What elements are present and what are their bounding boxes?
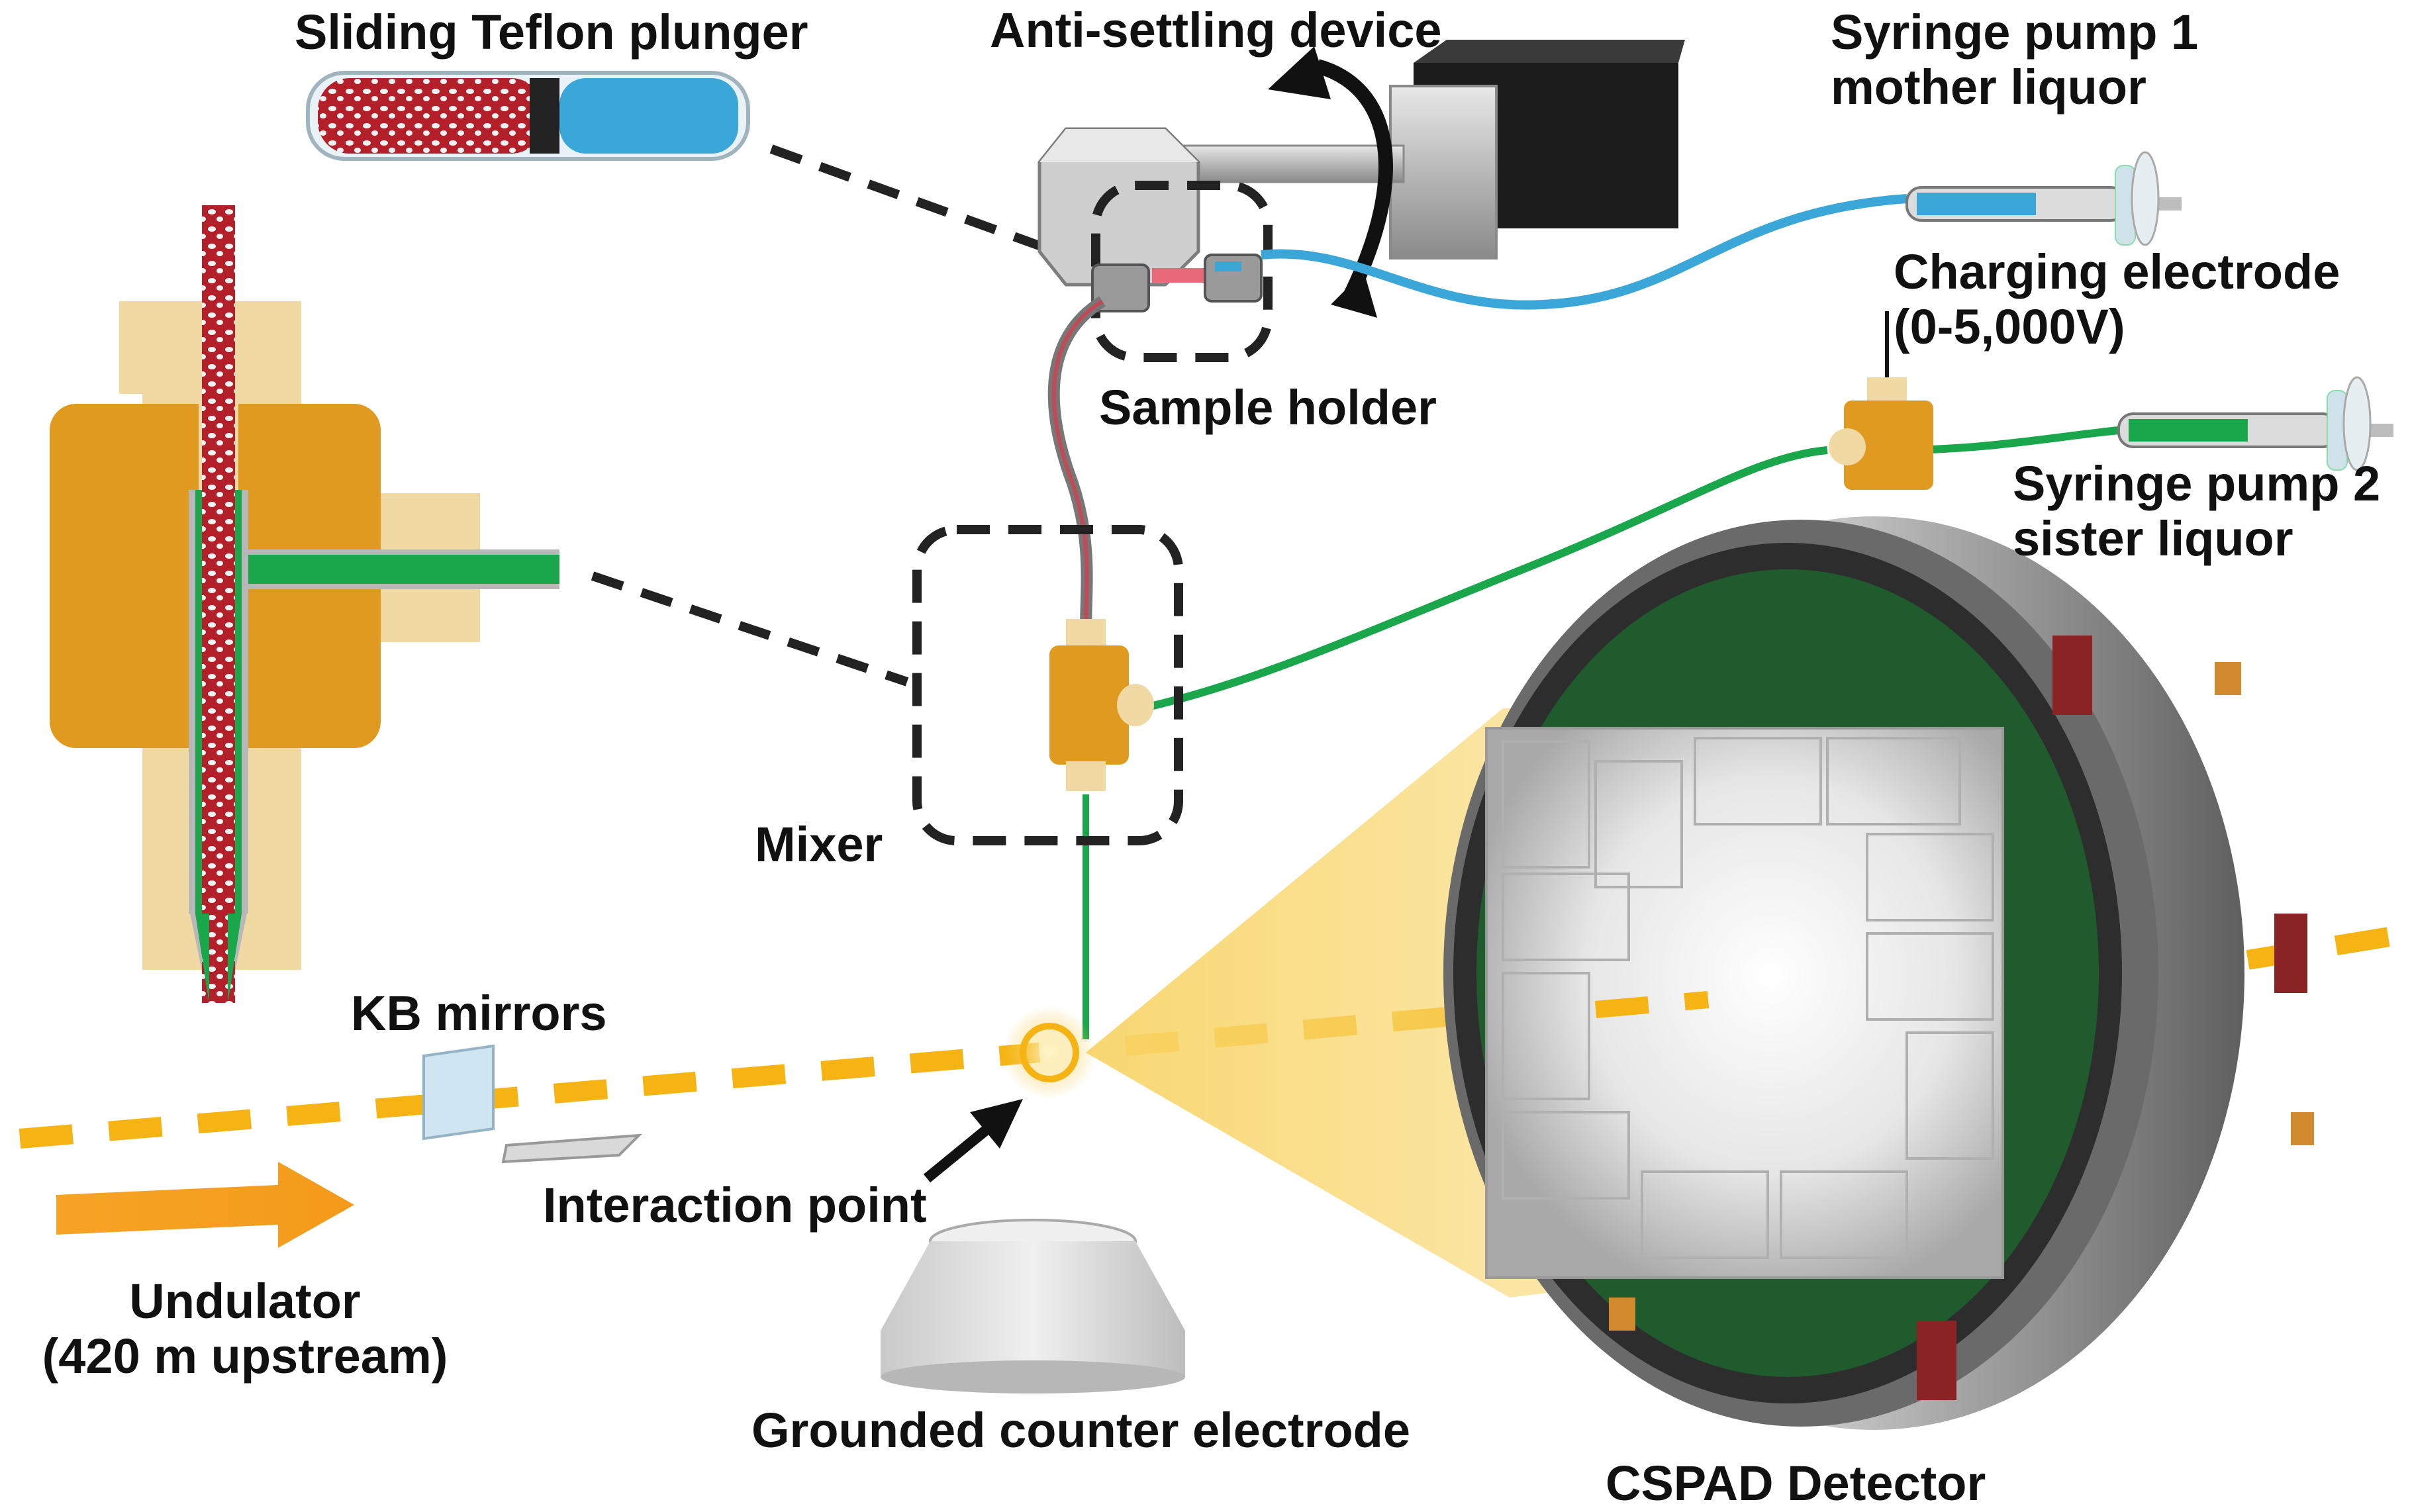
label-grounded-counter-electrode: Grounded counter electrode: [751, 1403, 1411, 1458]
label-undulator: Undulator (420 m upstream): [20, 1274, 470, 1384]
label-syringe-pump-2: Syringe pump 2 sister liquor: [2013, 456, 2381, 567]
anti-settling-device: [1037, 40, 1685, 362]
label-mixer: Mixer: [755, 817, 883, 872]
label-sister-liquor: sister liquor: [2013, 510, 2293, 566]
label-anti-settling-device: Anti-settling device: [990, 3, 1442, 58]
label-charging-voltage: (0-5,000V): [1894, 299, 2125, 354]
syringe-pump-1: [1905, 151, 2182, 246]
label-undulator-title: Undulator: [129, 1274, 361, 1329]
mixer: [912, 525, 1183, 845]
syringe-pump-2: [2117, 376, 2393, 471]
label-mother-liquor: mother liquor: [1831, 59, 2146, 115]
kb-mirrors: [422, 1044, 643, 1164]
label-kb-mirrors: KB mirrors: [351, 986, 607, 1041]
label-cspad-detector: CSPAD Detector: [1606, 1456, 1986, 1511]
label-sliding-teflon-plunger: Sliding Teflon plunger: [295, 5, 808, 60]
label-syringe-pump-2-title: Syringe pump 2: [2013, 456, 2381, 511]
label-charging-electrode: Charging electrode (0-5,000V): [1894, 244, 2340, 355]
grounded-counter-electrode: [881, 1219, 1185, 1394]
label-interaction-point: Interaction point: [543, 1178, 927, 1233]
label-syringe-pump-1-title: Syringe pump 1: [1831, 5, 2199, 60]
label-charging-electrode-title: Charging electrode: [1894, 244, 2340, 299]
teflon-plunger-cartridge: [306, 71, 750, 161]
nozzle-cross-section: [50, 205, 559, 1003]
interaction-point: [1003, 1006, 1096, 1099]
label-syringe-pump-1: Syringe pump 1 mother liquor: [1831, 5, 2198, 115]
charging-electrode-block: [1829, 311, 1933, 490]
interaction-point-arrow: [923, 1099, 1023, 1183]
label-undulator-distance: (420 m upstream): [42, 1328, 448, 1384]
tubing: [1047, 194, 2119, 1039]
label-sample-holder: Sample holder: [1099, 380, 1437, 435]
cspad-detector: [1443, 516, 2314, 1430]
undulator-arrow-icon: [56, 1162, 354, 1248]
guide-lines: [591, 144, 1094, 686]
